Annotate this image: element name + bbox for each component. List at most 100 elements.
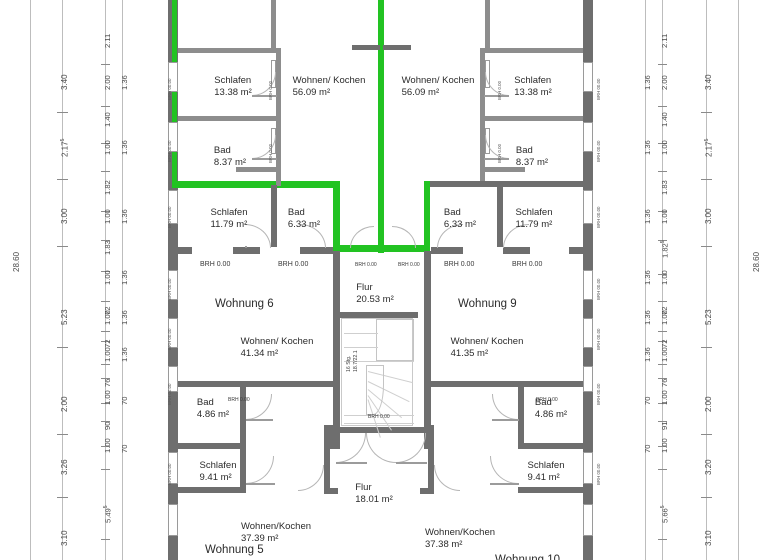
brh-vertical-label: BRH 00.00	[596, 328, 601, 350]
room-name: Bad	[213, 145, 231, 156]
dimension-tick	[658, 143, 667, 144]
window-left	[168, 318, 178, 348]
dimension-tick	[101, 271, 110, 272]
wall-low-left-bath-top	[178, 381, 333, 387]
brh-vertical-label: BRH 0.00	[497, 143, 502, 163]
dimension-value-left-fine: 1.36	[120, 270, 129, 285]
dimension-tick	[701, 497, 712, 498]
brh-vertical-label: BRH 00.00	[167, 278, 172, 300]
window-right	[583, 122, 593, 152]
wall-spine-right-a	[431, 247, 463, 254]
door-swing	[336, 433, 366, 463]
dimension-value-right-fine: 70	[643, 444, 652, 453]
wall-hall-left	[333, 251, 340, 449]
room-area: 11.79 m²	[210, 218, 248, 230]
room-area: 9.41 m²	[199, 471, 232, 483]
dimension-tick	[101, 378, 110, 379]
brh-vertical-label: BRH 0.00	[268, 80, 273, 100]
stair-step-count-label: 16 Stg.	[346, 355, 352, 372]
window-left	[168, 62, 178, 92]
dimension-tick	[101, 421, 110, 422]
dimension-tick	[101, 331, 110, 332]
window-left	[168, 452, 178, 484]
stair-tread	[344, 423, 414, 424]
stair-run	[341, 318, 414, 438]
brh-vertical-label: BRH 0.00	[497, 80, 502, 100]
stair-riser-label: 18.7/22.1	[353, 350, 359, 372]
dimension-axis-0	[30, 0, 31, 560]
room-area: 41.35 m²	[450, 347, 489, 359]
dimension-value-left-fine: 1.36	[120, 140, 129, 155]
dimension-tick	[701, 179, 712, 180]
apartment-label: Wohnung 10	[495, 554, 561, 560]
window-right	[583, 318, 593, 348]
dimension-tick	[101, 364, 110, 365]
highlight-wall-corridor-left	[339, 245, 384, 252]
room-name: Bad	[196, 397, 214, 408]
brh-vertical-label: BRH 0.00	[268, 143, 273, 163]
room-area: 4.86 m²	[534, 408, 568, 420]
wall-flur-lower-right	[420, 488, 434, 494]
dimension-tick	[101, 64, 110, 65]
wall-top-left-bed-right	[271, 0, 276, 53]
dimension-axis-1	[62, 0, 63, 560]
door-leaf	[246, 419, 273, 421]
dimension-tick	[658, 378, 667, 379]
room-area: 13.38 m²	[514, 86, 552, 98]
dimension-tick	[658, 211, 667, 212]
dimension-value-left-fine: 1.00	[103, 140, 112, 155]
dimension-value-right-fine: 2.00	[660, 75, 669, 90]
dimension-value-left-fine: 70	[120, 396, 129, 405]
brh-label: BRH 0.00	[200, 261, 231, 268]
highlight-wall-corridor-jamb	[424, 181, 430, 252]
party-wall-cross-right	[383, 45, 411, 50]
dimension-tick	[101, 301, 110, 302]
door-swing	[434, 465, 460, 491]
brh-label: BRH 0.00	[355, 262, 377, 268]
door-swing	[245, 224, 271, 248]
dimension-tick	[101, 143, 110, 144]
dimension-tick	[101, 446, 110, 447]
window-left	[168, 122, 178, 152]
brh-vertical-label: BRH 00.00	[167, 383, 172, 405]
room-name: Flur	[356, 282, 373, 293]
wall-top-left-bath-top	[178, 116, 281, 121]
door-swing	[490, 456, 518, 484]
dimension-value-right-fine: 1.00	[660, 209, 669, 224]
dimension-value-left-coarse: 2.00	[60, 396, 69, 412]
door-swing	[392, 226, 416, 248]
wall-top-right-bed-top	[485, 48, 583, 53]
wall-top-left-bath-right	[276, 120, 281, 186]
dimension-value-right-coarse: 3.10	[704, 530, 713, 546]
door-leaf	[484, 158, 509, 160]
wall-low-right-bed-bottom	[518, 487, 583, 493]
brh-label: BRH 0.00	[536, 397, 558, 403]
wall-flur-lower-jamb-l	[324, 449, 330, 491]
brh-vertical-label: BRH 00.00	[596, 140, 601, 162]
dimension-value-left-fine: 1.82	[103, 180, 112, 195]
brh-label: BRH 0.00	[398, 262, 420, 268]
room-area: 56.09 m²	[401, 86, 440, 98]
dimension-tick	[57, 497, 68, 498]
dimension-tick	[57, 434, 68, 435]
wall-mid-right-top	[430, 181, 583, 187]
room-area: 56.09 m²	[292, 86, 331, 98]
dimension-tick	[701, 434, 712, 435]
dimension-value-left-coarse: 3.26	[60, 459, 69, 475]
dimension-value-right-fine: 1.00	[660, 310, 669, 325]
dimension-tick	[101, 469, 110, 470]
dimension-axis-2	[105, 0, 106, 560]
wall-hall-lower-left	[324, 425, 334, 449]
brh-label: BRH 0.00	[278, 261, 309, 268]
brh-vertical-label: BRH 00.00	[596, 463, 601, 485]
room-area: 11.79 m²	[515, 218, 553, 230]
wall-flur-lower-left	[324, 488, 338, 494]
door-leaf	[490, 483, 519, 485]
dimension-value-left-fine: 5.495	[103, 505, 113, 523]
